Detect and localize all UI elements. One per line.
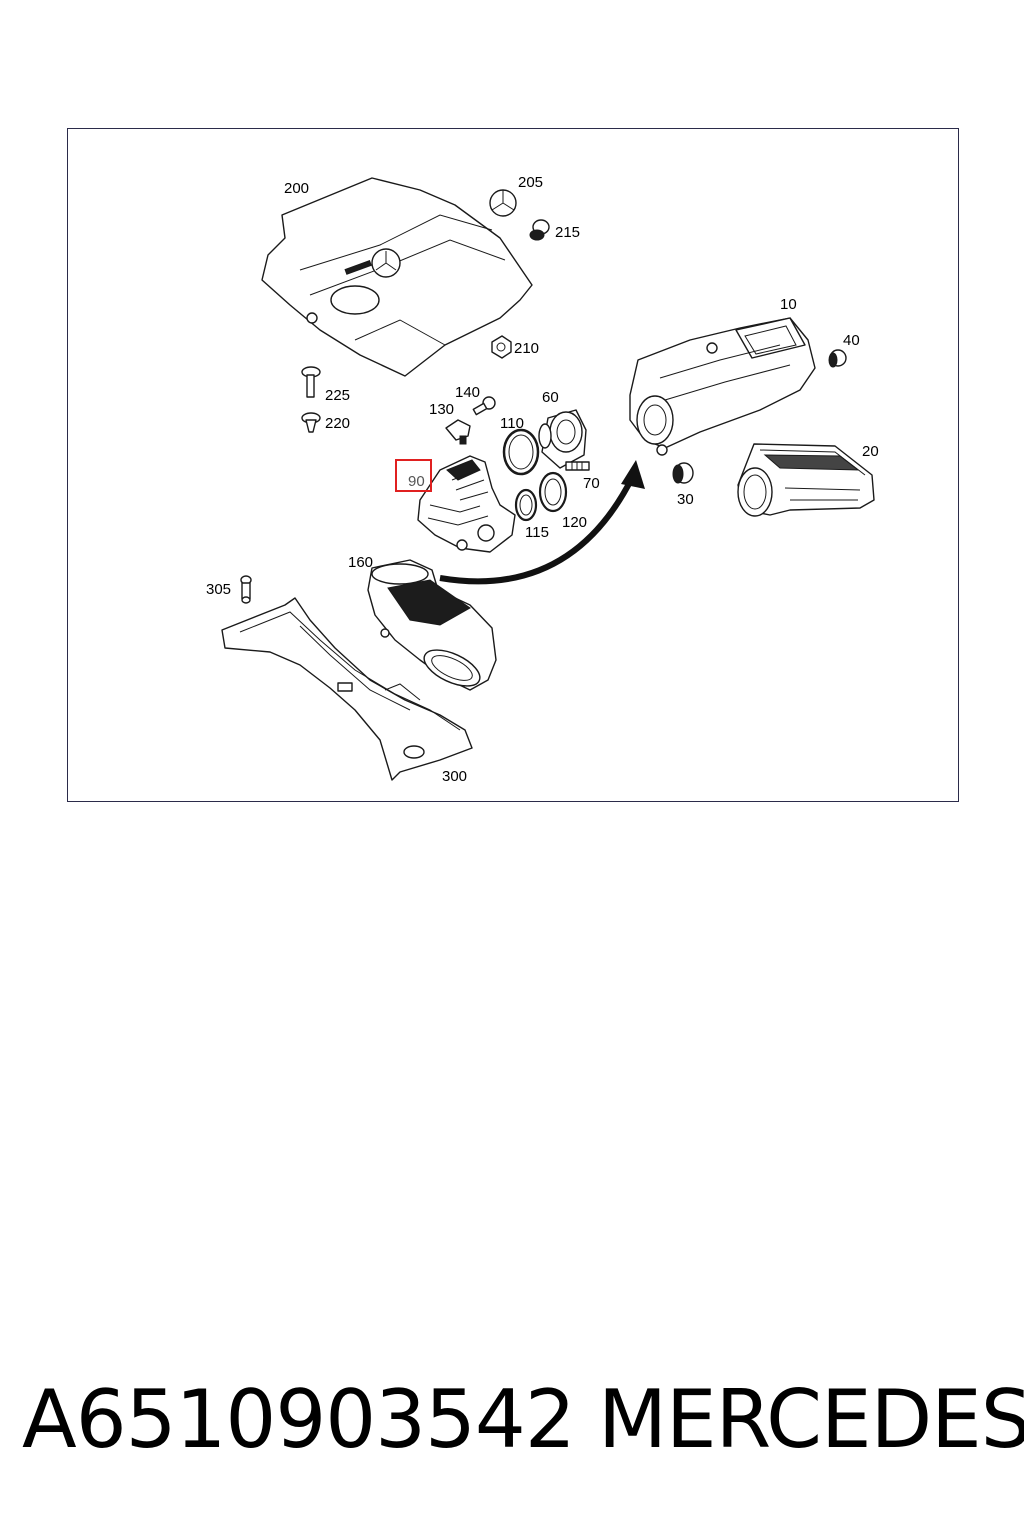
callout-10: 10 [780,296,797,313]
air-duct-bracket-300-part [221,597,473,781]
pin-225-part [301,366,321,398]
callout-70: 70 [583,475,600,492]
filter-element-20-part [737,443,875,517]
engine-cover-part [261,177,533,377]
diagram-frame [67,128,959,802]
seal-30-part [672,462,694,484]
air-filter-housing-10-part [629,317,816,456]
callout-30: 30 [677,491,694,508]
clamp-115-part [514,488,538,522]
callout-20: 20 [862,443,879,460]
assembly-direction-arrow [439,460,645,585]
callout-40: 40 [843,332,860,349]
intake-hose-90-part [417,455,516,553]
callout-210: 210 [514,340,539,357]
callout-305: 305 [206,581,231,598]
air-mass-sensor-60-part [538,409,587,469]
callout-115: 115 [525,524,549,541]
callout-90: 90 [408,473,425,490]
star-emblem-part [489,189,517,217]
callout-205: 205 [518,174,543,191]
callout-90-highlight-box [395,459,432,492]
grommet-215-part [529,219,550,241]
sensor-130-part [445,419,471,445]
ring-120-part [538,471,568,513]
callout-220: 220 [325,415,350,432]
exploded-parts-diagram: 200 205 215 210 225 220 140 130 110 60 7… [206,174,879,785]
part-number: A6510903542 [22,1373,576,1466]
nut-210-part [491,335,512,359]
intake-duct-160-part [367,559,497,691]
bolt-70-part [565,461,590,471]
callout-200: 200 [284,180,309,197]
callout-160: 160 [348,554,373,571]
clamp-110-part [502,428,540,476]
screw-140-part [472,396,496,416]
grommet-40-part [828,349,847,368]
bolt-305-part [240,575,252,604]
callout-60: 60 [542,389,559,406]
bolt-220-part [301,412,321,433]
callout-225: 225 [325,387,350,404]
callout-300: 300 [442,768,467,785]
brand-name: MERCEDES [598,1373,1024,1466]
callout-215: 215 [555,224,580,241]
callout-130: 130 [429,401,454,418]
callout-110: 110 [500,415,524,432]
callout-140: 140 [455,384,480,401]
callout-120: 120 [562,514,587,531]
